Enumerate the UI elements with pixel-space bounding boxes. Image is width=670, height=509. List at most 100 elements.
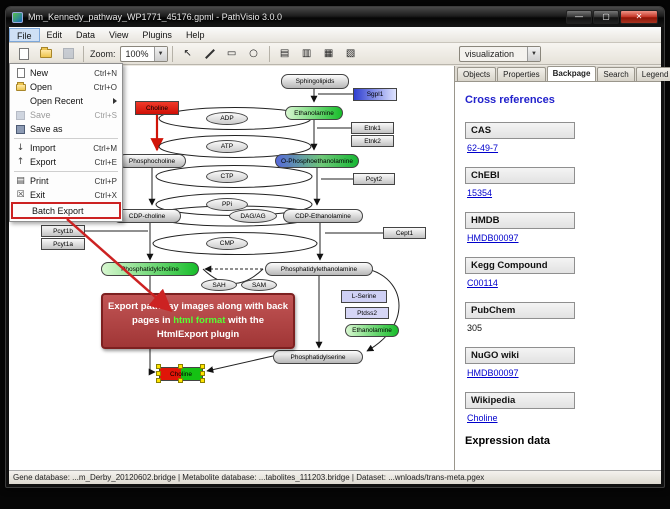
close-button[interactable] (620, 10, 658, 24)
window-title: Mm_Kennedy_pathway_WP1771_45176.gpml - P… (28, 12, 565, 22)
pathway-node-ethanolamine[interactable]: Ethanolamine (345, 324, 399, 337)
pathway-node-cept1[interactable]: Cept1 (383, 227, 426, 239)
menu-plugins[interactable]: Plugins (135, 28, 179, 42)
menu-item-print[interactable]: ▤ Print Ctrl+P (11, 174, 121, 188)
menu-item-new[interactable]: New Ctrl+N (11, 66, 121, 80)
cas-link[interactable]: 62-49-7 (467, 143, 651, 153)
callout-line-2: pages in html format with the (103, 314, 293, 328)
select-tool-button[interactable]: ↖ (178, 45, 198, 63)
wikipedia-link[interactable]: Choline (467, 413, 651, 423)
backpage-panel: Cross references CAS 62-49-7 ChEBI 15354… (455, 82, 661, 470)
align-center-button[interactable]: ▥ (297, 45, 317, 63)
pathway-node-sah[interactable]: SAH (201, 279, 237, 291)
open-button[interactable] (36, 45, 56, 63)
zoom-combo[interactable]: 100% ▼ (120, 46, 168, 62)
selection-handle[interactable] (156, 371, 161, 376)
app-icon (12, 12, 23, 23)
pathway-node-sphingolipids[interactable]: Sphingolipids (281, 74, 349, 89)
selection-handle[interactable] (200, 378, 205, 383)
menu-file[interactable]: File (9, 28, 40, 42)
hmdb-link[interactable]: HMDB00097 (467, 233, 651, 243)
tab-backpage[interactable]: Backpage (547, 66, 597, 81)
pathway-node-dag-ag[interactable]: DAG/AG (229, 209, 277, 223)
pathway-node-sgpl1[interactable]: Sgpl1 (353, 88, 397, 101)
pathway-node-etnk2[interactable]: Etnk2 (351, 135, 394, 147)
nugo-link[interactable]: HMDB00097 (467, 368, 651, 378)
line-tool-button[interactable] (200, 45, 220, 63)
pathway-node-pcyt1b[interactable]: Pcyt1b (41, 225, 85, 237)
ellipse-tool-button[interactable]: ○ (244, 45, 264, 63)
menu-item-open-recent[interactable]: Open Recent (11, 94, 121, 108)
file-menu-dropdown: New Ctrl+N Open Ctrl+O Open Recent Save … (9, 63, 123, 222)
shape-tool-button[interactable]: ▭ (222, 45, 242, 63)
tab-objects[interactable]: Objects (457, 67, 496, 81)
pathway-node-ctp[interactable]: CTP (206, 170, 248, 183)
submenu-arrow-icon (113, 98, 117, 104)
menu-item-save-as[interactable]: Save as (11, 122, 121, 136)
minimize-button[interactable] (566, 10, 592, 24)
menu-item-save[interactable]: Save Ctrl+S (11, 108, 121, 122)
maximize-button[interactable] (593, 10, 619, 24)
selection-handle[interactable] (178, 378, 183, 383)
menu-data[interactable]: Data (69, 28, 102, 42)
pathway-node-etnk1[interactable]: Etnk1 (351, 122, 394, 134)
backpage-section-kegg: Kegg Compound C00114 (465, 255, 651, 288)
pathway-node-adp[interactable]: ADP (206, 112, 248, 125)
kegg-link[interactable]: C00114 (467, 278, 651, 288)
pathway-node-sam[interactable]: SAM (241, 279, 277, 291)
selection-handle[interactable] (156, 364, 161, 369)
pathway-node-pcyt2[interactable]: Pcyt2 (353, 173, 395, 185)
selection-handle[interactable] (200, 371, 205, 376)
visualization-value: visualization (460, 49, 519, 59)
pathway-node-phosphatidylcholine[interactable]: Phosphatidylcholine (101, 262, 199, 276)
section-name: ChEBI (465, 167, 575, 184)
visualization-combo[interactable]: visualization ▼ (459, 46, 541, 62)
menu-item-exit[interactable]: ☒ Exit Ctrl+X (11, 188, 121, 202)
new-button[interactable] (14, 45, 34, 63)
pathway-node-choline[interactable]: Choline (135, 101, 179, 115)
open-folder-icon (14, 84, 27, 91)
title-bar[interactable]: Mm_Kennedy_pathway_WP1771_45176.gpml - P… (6, 7, 664, 27)
tab-search[interactable]: Search (597, 67, 634, 81)
pathway-node-ptdss2[interactable]: Ptdss2 (345, 307, 389, 319)
selection-handle[interactable] (156, 378, 161, 383)
new-file-icon (19, 48, 29, 60)
pathway-node-cdp-ethanolamine[interactable]: CDP-Ethanolamine (283, 209, 363, 223)
section-name: CAS (465, 122, 575, 139)
align-left-button[interactable]: ▤ (275, 45, 295, 63)
pathway-node-phosphatidylethanolamine[interactable]: Phosphatidylethanolamine (265, 262, 373, 276)
menu-edit[interactable]: Edit (40, 28, 70, 42)
pathway-node-l-serine[interactable]: L-Serine (341, 290, 387, 303)
tab-legend[interactable]: Legend (636, 67, 670, 81)
stack-button[interactable]: ▧ (341, 45, 361, 63)
selection-handle[interactable] (200, 364, 205, 369)
pathway-node-phosphocholine[interactable]: Phosphocholine (118, 154, 186, 168)
menu-item-open[interactable]: Open Ctrl+O (11, 80, 121, 94)
zoom-dropdown-arrow-icon[interactable]: ▼ (154, 47, 167, 61)
align-top-button[interactable]: ▦ (319, 45, 339, 63)
tab-properties[interactable]: Properties (497, 67, 545, 81)
menu-help[interactable]: Help (179, 28, 212, 42)
callout-highlight: html format (173, 315, 225, 326)
chebi-link[interactable]: 15354 (467, 188, 651, 198)
zoom-value: 100% (121, 49, 154, 59)
line-icon (205, 49, 215, 59)
pathway-node-phosphatidylserine[interactable]: Phosphatidylserine (273, 350, 363, 364)
pathway-node-o-phosphoethanolamine[interactable]: O-Phosphoethanolamine (275, 154, 359, 168)
save-floppy-icon (63, 48, 74, 59)
backpage-section-wikipedia: Wikipedia Choline (465, 390, 651, 423)
selection-handle[interactable] (178, 364, 183, 369)
save-button[interactable] (58, 45, 78, 63)
pathway-node-atp[interactable]: ATP (206, 140, 248, 153)
status-text: Gene database: ...m_Derby_20120602.bridg… (13, 473, 484, 482)
menu-item-export[interactable]: ↑ Export Ctrl+E (11, 155, 121, 169)
pathway-node-cdp-choline[interactable]: CDP-choline (113, 209, 181, 223)
pathway-node-ethanolamine[interactable]: Ethanolamine (285, 106, 343, 120)
menu-view[interactable]: View (102, 28, 135, 42)
menu-item-batch-export[interactable]: Batch Export (11, 202, 121, 219)
visualization-dropdown-arrow-icon[interactable]: ▼ (527, 47, 540, 61)
pathway-node-cmp[interactable]: CMP (206, 237, 248, 250)
pathway-node-pcyt1a[interactable]: Pcyt1a (41, 238, 85, 250)
menu-item-import[interactable]: ↓ Import Ctrl+M (11, 141, 121, 155)
status-bar: Gene database: ...m_Derby_20120602.bridg… (9, 470, 661, 484)
